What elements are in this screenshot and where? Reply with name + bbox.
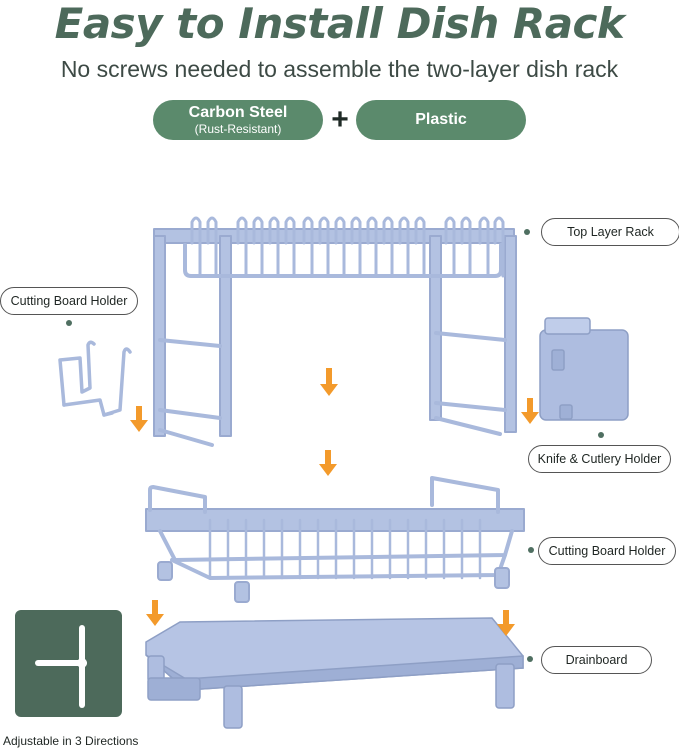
material-badge-carbon-steel-sub: (Rust-Resistant) [194, 122, 282, 136]
material-badge-carbon-steel: Carbon Steel (Rust-Resistant) [153, 100, 323, 140]
callout-top-layer-rack: Top Layer Rack [541, 218, 679, 246]
material-badge-plastic-label: Plastic [415, 111, 467, 128]
cutting-board-hook [58, 340, 132, 417]
top-layer-rack [153, 216, 517, 447]
callout-dot-knife-cutlery [598, 432, 604, 438]
callout-cutting-board-holder-right: Cutting Board Holder [538, 537, 676, 565]
adjust-direction-icon [35, 625, 140, 708]
callout-dot-top-layer [524, 229, 530, 235]
callout-knife-cutlery-holder: Knife & Cutlery Holder [528, 445, 671, 473]
cutlery-holder [539, 317, 629, 421]
material-badge-carbon-steel-label: Carbon Steel [188, 104, 288, 121]
assembly-arrows [130, 368, 539, 636]
lower-basket [145, 476, 525, 603]
adjustable-spout-inset [15, 610, 140, 717]
plus-sign: + [331, 103, 349, 136]
callout-dot-cutting-board-left [66, 320, 72, 326]
adjustable-label: Adjustable in 3 Directions [3, 734, 139, 748]
callout-drainboard: Drainboard [541, 646, 652, 674]
page-subtitle: No screws needed to assemble the two-lay… [60, 56, 619, 82]
callout-dot-cutting-board-right [528, 547, 534, 553]
callout-cutting-board-holder-left: Cutting Board Holder [0, 287, 138, 315]
material-badge-plastic: Plastic [356, 100, 526, 140]
page-title: Easy to Install Dish Rack [54, 0, 625, 48]
drainboard [145, 617, 524, 729]
callout-dot-drainboard [527, 656, 533, 662]
